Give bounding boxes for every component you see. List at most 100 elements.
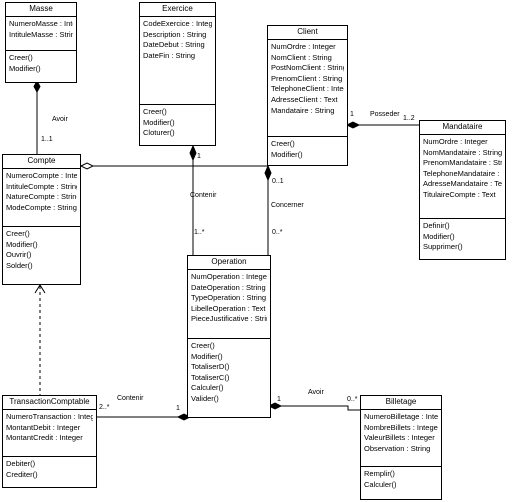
operation: Crediter(): [6, 469, 38, 479]
attribute: DateDebut : String: [143, 40, 205, 50]
class-transaction-attributes: NumeroTransaction : Integer MontantDebit…: [3, 410, 96, 457]
attribute: PostNomClient : String: [271, 63, 344, 73]
class-masse-operations: Creer() Modifier(): [6, 51, 76, 76]
attribute: DateOperation : String: [191, 282, 266, 292]
attribute: Mandataire : String: [271, 105, 335, 115]
attribute: MontantDebit : Integer: [6, 422, 81, 432]
class-mandataire-name: Mandataire: [420, 121, 505, 135]
class-mandataire-attributes: NumOrdre : Integer NomMandataire : Strin…: [420, 135, 505, 219]
masse-composition-diamond: [33, 79, 41, 94]
operation: Supprimer(): [423, 242, 463, 252]
operation: Modifier(): [271, 149, 303, 159]
attribute: TelephoneClient : Integer: [271, 84, 344, 94]
class-compte: Compte NumeroCompte : Integer IntituleCo…: [2, 154, 81, 285]
class-compte-name: Compte: [3, 155, 80, 169]
billetage-composition-diamond: [267, 402, 283, 410]
class-exercice-operations: Creer() Modifier() Cloturer(): [140, 105, 215, 141]
class-transaction-name: TransactionComptable: [3, 396, 96, 410]
attribute: DateFin : String: [143, 50, 196, 60]
operation: Modifier(): [9, 63, 41, 73]
attribute: Observation : String: [364, 443, 431, 453]
attribute: PieceJustificative : String: [191, 314, 267, 324]
attribute: TitulaireCompte : Text: [423, 189, 496, 199]
operation: TotaliserC(): [191, 372, 230, 382]
class-billetage-name: Billetage: [361, 396, 441, 410]
attribute: NumeroTransaction : Integer: [6, 412, 93, 421]
exercice-operation-multiplicity-exercice: 1: [197, 153, 201, 160]
client-mandataire-multiplicity-mandataire: 1..2: [403, 115, 415, 122]
attribute: AdresseClient : Text: [271, 94, 338, 104]
attribute: TypeOperation : String: [191, 293, 267, 303]
client-mandataire-role-label: Posseder: [370, 111, 400, 118]
transaction-operation-role-label: Contenir: [117, 395, 144, 402]
operation: Debiter(): [6, 459, 36, 468]
masse-compte-role-label: Avoir: [52, 116, 68, 123]
client-mandataire-multiplicity-client: 1: [350, 111, 354, 118]
operation: Ouvrir(): [6, 250, 32, 260]
class-masse-name: Masse: [6, 3, 76, 17]
class-operation-name: Operation: [188, 256, 270, 270]
class-compte-attributes: NumeroCompte : Integer IntituleCompte : …: [3, 169, 80, 227]
attribute: LibelleOperation : Text: [191, 303, 266, 313]
class-client-operations: Creer() Modifier(): [268, 137, 347, 162]
class-operation-operations: Creer() Modifier() TotaliserD() Totalise…: [188, 339, 270, 407]
operation: Modifier(): [191, 351, 223, 361]
operation: Creer(): [191, 341, 215, 350]
exercice-operation-role-label: Contenir: [190, 192, 217, 199]
class-exercice-attributes: CodeExercice : Integer Description : Str…: [140, 17, 215, 105]
attribute: NumeroBilletage : Integer: [364, 412, 438, 421]
class-exercice: Exercice CodeExercice : Integer Descript…: [139, 2, 216, 146]
exercice-operation-multiplicity-operation: 1..*: [194, 229, 205, 236]
attribute: CodeExercice : Integer: [143, 19, 212, 28]
class-mandataire-operations: Definir() Modifier() Supprimer(): [420, 219, 505, 255]
client-operation-multiplicity-operation: 0..*: [272, 229, 283, 236]
attribute: PrenomClient : String: [271, 73, 343, 83]
attribute: TelephoneMandataire : Integer: [423, 168, 502, 178]
dependency-arrowhead: [34, 284, 46, 294]
compte-aggregation-diamond: [79, 162, 95, 170]
attribute: ValeurBillets : Integer: [364, 433, 435, 443]
client-operation-diamond: [264, 164, 272, 182]
attribute: AdresseMandataire : Text: [423, 179, 502, 189]
class-exercice-name: Exercice: [140, 3, 215, 17]
class-client-name: Client: [268, 26, 347, 40]
operation: Solder(): [6, 260, 33, 270]
attribute: IntituleMasse : String: [9, 29, 73, 39]
operation: Definir(): [423, 221, 450, 230]
operation: Valider(): [191, 393, 219, 403]
attribute: NumeroMasse : Integer: [9, 19, 73, 28]
class-billetage-attributes: NumeroBilletage : Integer NombreBillets …: [361, 410, 441, 467]
attribute: NomMandataire : String: [423, 147, 502, 157]
client-operation-role-label: Concerner: [271, 202, 304, 209]
operation: Creer(): [271, 139, 295, 148]
attribute: NumOrdre : Integer: [423, 137, 488, 146]
operation: TotaliserD(): [191, 362, 230, 372]
class-mandataire: Mandataire NumOrdre : Integer NomMandata…: [419, 120, 506, 260]
attribute: Description : String: [143, 29, 207, 39]
class-operation-attributes: NumOperation : Integer DateOperation : S…: [188, 270, 270, 339]
operation-billetage-multiplicity-operation: 1: [277, 396, 281, 403]
class-operation: Operation NumOperation : Integer DateOpe…: [187, 255, 271, 418]
attribute: NomClient : String: [271, 52, 332, 62]
class-billetage: Billetage NumeroBilletage : Integer Nomb…: [360, 395, 442, 500]
masse-compte-multiplicity: 1..1: [41, 136, 53, 143]
attribute: PrenomMandataire : String: [423, 158, 502, 168]
client-operation-multiplicity-client: 0..1: [272, 178, 284, 185]
class-transaction-comptable: TransactionComptable NumeroTransaction :…: [2, 395, 97, 488]
exercice-composition-diamond: [189, 144, 197, 162]
class-compte-operations: Creer() Modifier() Ouvrir() Solder(): [3, 227, 80, 273]
operation-billetage-line: [281, 405, 360, 411]
operation: Modifier(): [423, 231, 455, 241]
attribute: NatureCompte : String: [6, 192, 77, 202]
attribute: MontantCredit : Integer: [6, 433, 83, 443]
operation: Remplir(): [364, 469, 395, 478]
class-masse-attributes: NumeroMasse : Integer IntituleMasse : St…: [6, 17, 76, 51]
attribute: NombreBillets : Integer: [364, 422, 438, 432]
operation: Modifier(): [143, 117, 175, 127]
operation: Creer(): [143, 107, 167, 116]
operation: Creer(): [9, 53, 33, 62]
class-transaction-operations: Debiter() Crediter(): [3, 457, 96, 482]
transaction-operation-multiplicity-transaction: 2..*: [99, 404, 110, 411]
operation: Calculer(): [364, 479, 397, 489]
